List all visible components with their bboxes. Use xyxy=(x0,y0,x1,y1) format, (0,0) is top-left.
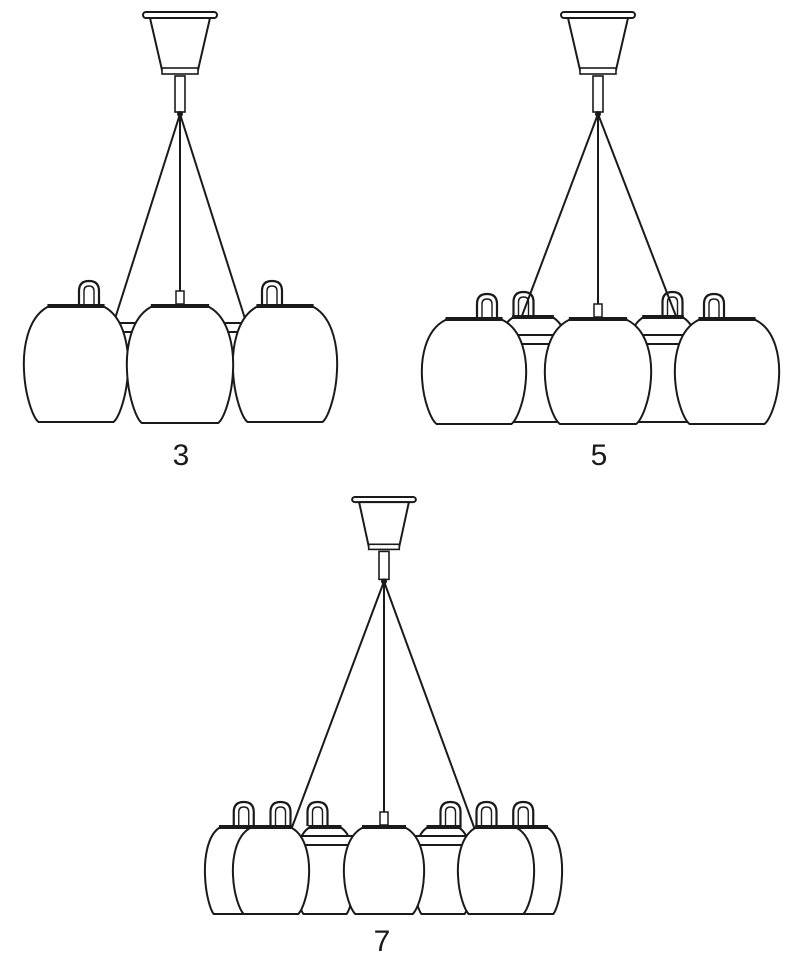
glass-shade xyxy=(231,306,339,423)
shade-socket xyxy=(379,811,389,826)
suspension-wire xyxy=(179,113,248,326)
shade-hook xyxy=(512,290,535,324)
shade-hook-inner xyxy=(266,285,278,313)
shade-hook xyxy=(439,800,462,834)
glass-shade xyxy=(543,319,653,425)
shade-cap xyxy=(445,317,503,321)
glass-shade-front xyxy=(22,279,130,423)
shade-cap xyxy=(642,315,684,319)
suspension-wire xyxy=(513,113,599,338)
glass-shade-front xyxy=(342,811,426,915)
glass-shade-front xyxy=(456,800,536,915)
shade-cap xyxy=(512,315,554,319)
shade-cap xyxy=(568,317,628,321)
glass-shade-front xyxy=(125,290,235,424)
suspension-wire xyxy=(597,113,685,338)
shade-hook xyxy=(512,800,535,834)
variant-label-5: 5 xyxy=(590,439,608,472)
ceiling-canopy xyxy=(560,11,636,75)
canopy-collar xyxy=(367,543,401,551)
glass-shade-front xyxy=(231,800,311,915)
canopy-collar xyxy=(161,67,199,75)
shade-hook xyxy=(306,800,329,834)
shade-hook-inner xyxy=(517,806,529,834)
canopy-cup xyxy=(566,17,630,71)
glass-shade xyxy=(673,319,781,425)
glass-shade-front xyxy=(420,292,528,425)
shade-cap xyxy=(513,825,549,829)
glass-shade xyxy=(342,827,426,915)
shade-cap xyxy=(362,825,406,829)
shade-hook xyxy=(260,279,284,313)
shade-hook-inner xyxy=(444,806,457,834)
shade-hook xyxy=(77,279,101,313)
shade-hook-inner xyxy=(311,806,324,834)
shade-hook-inner xyxy=(274,806,287,834)
chandelier-7-shades xyxy=(203,496,564,915)
glass-shade-front xyxy=(543,303,653,425)
shade-cap xyxy=(475,825,517,829)
chandelier-5-shades xyxy=(420,11,781,425)
glass-shade-front xyxy=(673,292,781,425)
shade-cap xyxy=(308,825,342,829)
shade-cap xyxy=(250,825,292,829)
glass-shade xyxy=(231,827,311,915)
suspension-wire xyxy=(383,581,479,839)
ceiling-canopy xyxy=(142,11,218,75)
glass-shade xyxy=(125,306,235,424)
variant-label-3: 3 xyxy=(172,439,190,472)
shade-hook-inner xyxy=(238,806,250,834)
suspension-tube xyxy=(174,75,186,113)
shade-hook xyxy=(702,292,726,326)
shade-hook-inner xyxy=(481,298,493,326)
shade-hook xyxy=(661,290,684,324)
shade-hook-inner xyxy=(708,298,720,326)
shade-hook-inner xyxy=(83,285,95,313)
shade-hook xyxy=(232,800,255,834)
glass-shade xyxy=(420,319,528,425)
shade-cap xyxy=(426,825,460,829)
canopy-collar xyxy=(579,67,617,75)
suspension-wire xyxy=(287,581,385,839)
glass-shade-front xyxy=(231,279,339,423)
shade-hook-inner xyxy=(480,806,493,834)
canopy-cup xyxy=(148,17,212,71)
shade-socket xyxy=(593,303,603,318)
shade-cap xyxy=(218,825,254,829)
canopy-cup xyxy=(357,501,411,548)
shade-cap xyxy=(698,317,756,321)
variant-label-7: 7 xyxy=(373,925,391,958)
shade-cap xyxy=(47,304,105,308)
shade-hook xyxy=(269,800,292,834)
shade-cap xyxy=(256,304,314,308)
ceiling-canopy xyxy=(351,496,417,551)
chandelier-3-shades xyxy=(22,11,339,424)
shade-hook xyxy=(475,292,499,326)
shade-hook-inner xyxy=(666,296,679,324)
shade-socket xyxy=(175,290,185,305)
shade-cap xyxy=(150,304,210,308)
suspension-tube xyxy=(378,550,390,581)
shade-hook-inner xyxy=(517,296,530,324)
glass-shade xyxy=(22,306,130,423)
glass-shade xyxy=(456,827,536,915)
suspension-tube xyxy=(592,75,604,113)
suspension-wire xyxy=(112,113,181,326)
shade-hook xyxy=(475,800,498,834)
